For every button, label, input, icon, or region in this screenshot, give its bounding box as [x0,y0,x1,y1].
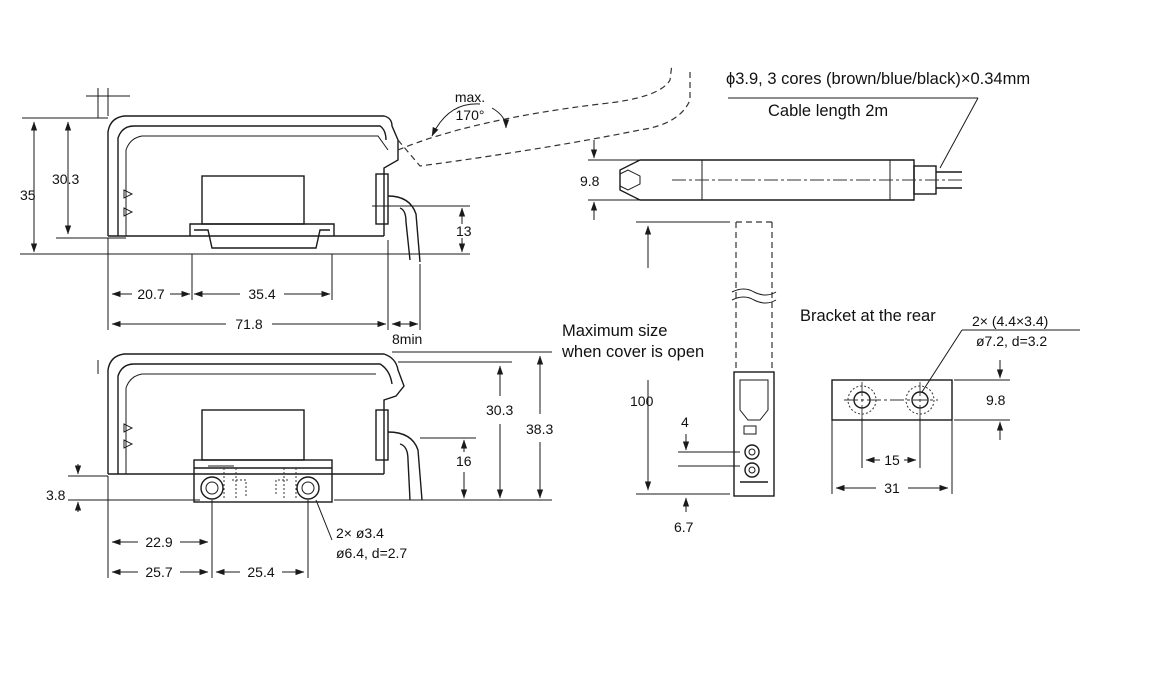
bottom-body-outline [107,353,405,474]
open-cover-column [735,221,773,370]
cover-open-view: Maximum size when cover is open 100 4 6.… [561,221,777,535]
hole-note-line2: ø6.4, d=2.7 [336,545,407,561]
dim-height-body: 30.3 [52,171,79,187]
end-view-body [733,371,775,497]
dim-bottom-height-body: 30.3 [486,402,513,418]
cover-open-label-2: when cover is open [561,343,704,361]
cable-view: ϕ3.9, 3 cores (brown/blue/black)×0.34mm … [580,70,1030,220]
dim-left-offset: 20.7 [137,286,164,302]
top-view: max. 170° 35 30.3 13 20.7 35.4 71.8 8min [20,63,691,347]
dim-bottom-height-total: 38.3 [526,421,553,437]
cover-open-label-1: Maximum size [562,322,667,340]
bracket-view: Bracket at the rear 2× (4.4×3.4) ø7.2, d… [800,307,1080,496]
dim-cover-top-gap: 4 [681,414,689,430]
dim-rail-height: 13 [456,223,472,239]
bracket-body [831,379,953,421]
display-window [201,175,305,225]
mounting-plate [193,459,333,503]
bracket-hole-note-1: 2× (4.4×3.4) [972,313,1048,329]
indicator-triangle-1 [123,189,134,199]
dim-bracket-width: 31 [884,480,900,496]
cable-length: Cable length 2m [768,102,888,120]
hole-note-line1: 2× ø3.4 [336,525,384,541]
dim-hole-offset: 3.8 [46,487,66,503]
bottom-view: 30.3 38.3 16 3.8 22.9 25.7 25.4 2× ø3.4 … [46,351,553,580]
dim-cover-height: 100 [630,393,654,409]
dim-cable-body: 9.8 [580,173,600,189]
mount-hole-1 [200,476,224,500]
dim-bottom-rail-height: 16 [456,453,472,469]
cover-angle-value: 170° [456,107,485,123]
top-body-outline [107,115,399,236]
dim-bracket-pitch: 15 [884,452,900,468]
indicator-triangle-2 [123,207,134,217]
dim-rail-width: 35.4 [248,286,275,302]
cover-angle-label: max. [455,89,485,105]
dim-bottom-left-offset: 25.7 [145,564,172,580]
mount-hole-2 [296,476,320,500]
dim-hole1-offset: 22.9 [145,534,172,550]
bracket-title: Bracket at the rear [800,307,936,325]
open-cover-outline [397,72,691,167]
dim-bracket-height: 9.8 [986,392,1006,408]
bracket-hole-note-2: ø7.2, d=3.2 [976,333,1047,349]
dim-length: 71.8 [235,316,262,332]
end-led-2 [744,462,760,478]
dim-hole-pitch: 25.4 [247,564,274,580]
dim-cover-bottom-gap: 6.7 [674,519,694,535]
end-led-1 [744,444,760,460]
cable-spec: ϕ3.9, 3 cores (brown/blue/black)×0.34mm [726,70,1030,88]
dim-height-total: 35 [20,187,36,203]
bottom-display-window [201,409,305,461]
dim-cable-clearance: 8min [392,331,422,347]
